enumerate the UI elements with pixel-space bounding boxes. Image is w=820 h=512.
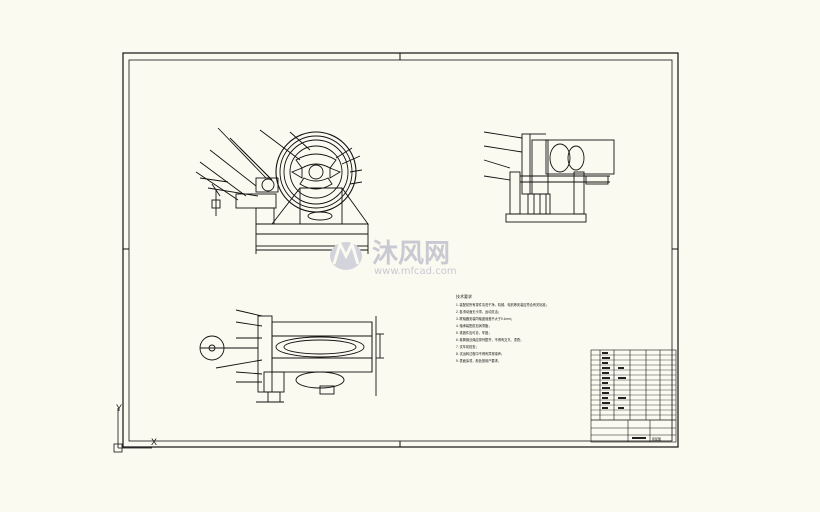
note-line-6: 6. 卷筒钢丝绳应排列整齐，不得有交叉、重叠； [456,337,523,342]
note-line-5: 5. 紧固件应可靠，牢固； [456,330,491,335]
note-line-4: 4. 轴承装配前加润滑脂； [456,323,491,328]
plan-view [199,309,384,403]
ucs-x-label: X [151,437,157,447]
watermark: 沐风网 www.mfcad.com [330,239,457,277]
note-line-7: 7. 试车前检查； [456,344,479,349]
ucs-y-label: Y [116,403,122,413]
ucs-icon: Y X [113,403,157,453]
note-line-9: 9. 表面涂漆，颜色按用户要求。 [456,358,501,363]
front-view [195,127,369,254]
title-block-label: 装配图 [652,436,661,441]
technical-notes: 技术要求 1. 装配前所有零件清洗干净，机械、电机等安装应符合有关标准； 2. … [456,293,549,363]
watermark-url: www.mfcad.com [374,266,457,277]
note-line-2: 2. 各滑动面无卡滞，运动灵活； [456,309,501,314]
watermark-brand: 沐风网 [372,239,450,269]
mfcad-logo-icon [330,239,362,270]
note-line-3: 3. 联轴器安装同轴度误差不大于0.1mm； [456,316,514,321]
side-view [483,131,615,223]
notes-title: 技术要求 [456,293,472,299]
note-line-8: 8. 试运转过程中不得有异常噪声； [456,351,504,356]
title-block: 装配图 [590,349,677,443]
note-line-1: 1. 装配前所有零件清洗干净，机械、电机等安装应符合有关标准； [456,302,549,307]
